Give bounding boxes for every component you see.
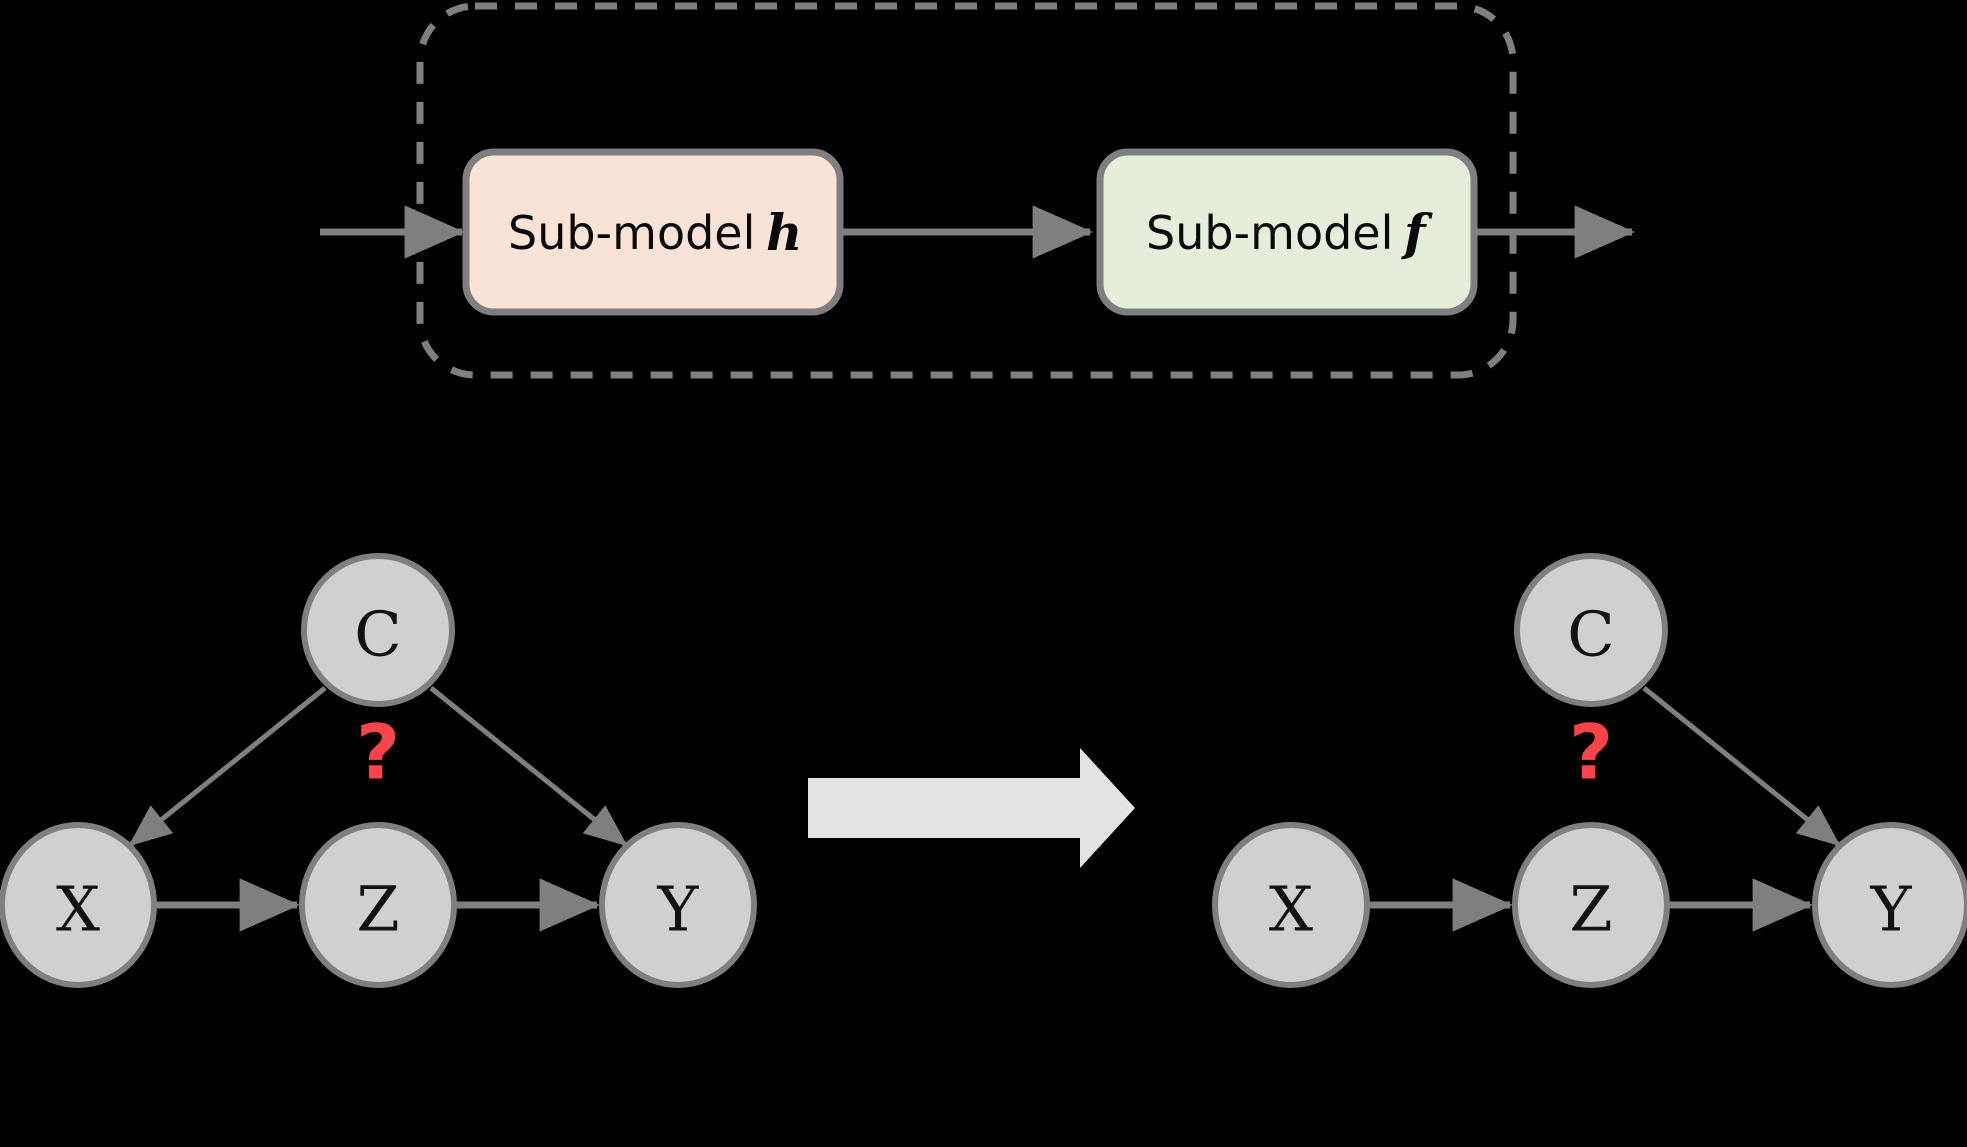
node-y-circle[interactable]: [1812, 822, 1967, 988]
node-y[interactable]: Y: [599, 822, 757, 988]
node-z[interactable]: Z: [299, 822, 457, 988]
sub-model-f-label: Sub-model: [1146, 206, 1393, 260]
node-z-label: Z: [356, 873, 399, 946]
edge-c-to-y: [429, 686, 628, 847]
sub-model-h-symbol: h: [766, 203, 802, 262]
node-c-circle[interactable]: [301, 553, 455, 707]
edge-c-to-x: [128, 686, 327, 847]
sub-model-h-label: Sub-model: [508, 206, 755, 260]
node-y[interactable]: Y: [1812, 822, 1967, 988]
question-mark-annotation: ?: [1569, 708, 1613, 797]
node-c-label: C: [354, 598, 401, 671]
transform-arrow: [808, 748, 1135, 868]
model-pipeline-dashed-group: [416, 2, 1517, 379]
node-z-circle[interactable]: [299, 822, 457, 988]
node-z[interactable]: Z: [1512, 822, 1670, 988]
causal-graph-after: C X Z Y ?: [1212, 553, 1967, 988]
sub-model-f-block[interactable]: Sub-model f: [1096, 148, 1478, 316]
node-y-label: Y: [657, 873, 700, 946]
node-z-circle[interactable]: [1512, 822, 1670, 988]
edge-c-to-y: [1642, 686, 1841, 847]
causal-graph-before: C X Z Y ?: [0, 553, 757, 988]
node-z-label: Z: [1569, 873, 1612, 946]
node-c-label: C: [1567, 598, 1614, 671]
node-c-circle[interactable]: [1514, 553, 1668, 707]
question-mark-annotation: ?: [356, 708, 400, 797]
node-y-label: Y: [1870, 873, 1913, 946]
node-x-label: X: [56, 873, 100, 946]
node-x[interactable]: X: [1212, 822, 1370, 988]
node-x-circle[interactable]: [1212, 822, 1370, 988]
node-x-label: X: [1269, 873, 1313, 946]
transform-arrow-shape: [808, 748, 1135, 868]
node-x[interactable]: X: [0, 822, 157, 988]
node-c[interactable]: C: [1514, 553, 1668, 707]
node-c[interactable]: C: [301, 553, 455, 707]
pipeline-dashed-boundary: [416, 2, 1517, 379]
node-x-circle[interactable]: [0, 822, 157, 988]
node-y-circle[interactable]: [599, 822, 757, 988]
sub-model-h-block[interactable]: Sub-model h: [462, 148, 844, 316]
